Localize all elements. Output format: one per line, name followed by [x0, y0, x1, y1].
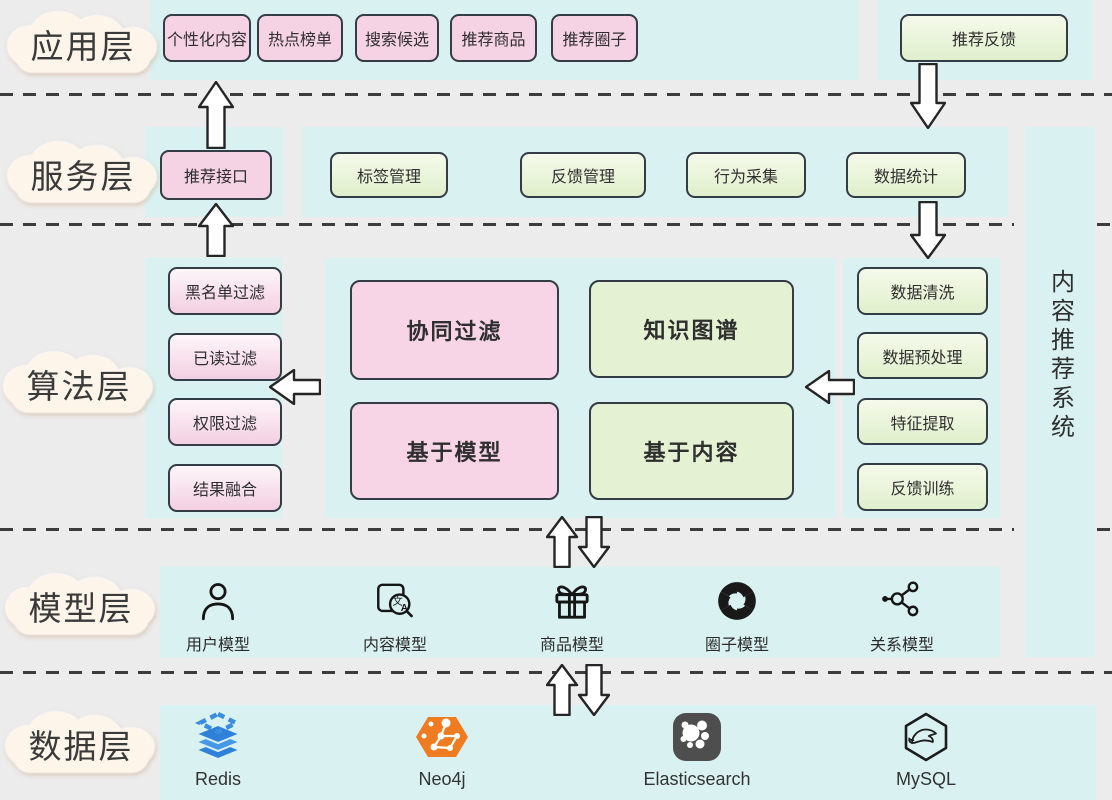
model-item-label: 商品模型 — [539, 637, 604, 654]
layer-divider-3-right — [1097, 528, 1112, 531]
data-item-redis: Redis — [143, 710, 293, 790]
cloud-model-layer: 模型层 — [6, 574, 156, 638]
arrow-up-service-to-application — [198, 81, 234, 149]
layer-divider-2-right — [1097, 223, 1112, 226]
cloud-data-layer: 数据层 — [6, 712, 156, 776]
data-layer-label: 数据层 — [28, 730, 134, 766]
cloud-algorithm-layer: 算法层 — [4, 352, 154, 416]
box-personalized-content: 个性化内容 — [163, 14, 251, 62]
arrow-bidirectional-algorithm-model — [546, 516, 610, 568]
model-item-relation: 关系模型 — [842, 578, 962, 655]
box-result-fusion: 结果融合 — [168, 464, 282, 512]
box-model-based: 基于模型 — [350, 402, 559, 500]
model-item-label: 内容模型 — [362, 637, 427, 654]
algorithm-layer-label: 算法层 — [26, 370, 132, 406]
box-recommend-feedback: 推荐反馈 — [900, 14, 1068, 62]
redis-stack-icon — [193, 711, 243, 761]
mysql-dolphin-icon — [904, 712, 948, 762]
box-behavior-collection: 行为采集 — [686, 152, 806, 198]
system-title-strip: 内容推荐系统 — [1025, 127, 1095, 657]
model-item-circle: 圈子模型 — [677, 578, 797, 655]
box-recommend-circles: 推荐圈子 — [551, 14, 638, 62]
svg-text:A: A — [401, 603, 408, 614]
box-hot-ranking: 热点榜单 — [257, 14, 343, 62]
model-panel — [160, 566, 1000, 658]
box-data-statistics: 数据统计 — [846, 152, 966, 198]
svg-text:文: 文 — [392, 595, 403, 608]
elasticsearch-icon — [673, 713, 721, 761]
model-item-label: 关系模型 — [869, 637, 934, 654]
box-feedback-management: 反馈管理 — [520, 152, 646, 198]
box-collaborative-filtering: 协同过滤 — [350, 280, 559, 380]
box-feedback-training: 反馈训练 — [857, 463, 988, 511]
model-item-goods: 商品模型 — [512, 578, 632, 655]
model-layer-label: 模型层 — [28, 592, 134, 628]
box-data-cleaning: 数据清洗 — [857, 267, 988, 315]
cloud-application-layer: 应用层 — [8, 12, 158, 76]
aperture-icon — [718, 582, 756, 620]
box-feature-extraction: 特征提取 — [857, 398, 988, 445]
box-knowledge-graph: 知识图谱 — [589, 280, 794, 378]
application-layer-label: 应用层 — [30, 30, 136, 66]
box-data-preprocessing: 数据预处理 — [857, 332, 988, 379]
share-nodes-icon — [882, 581, 919, 617]
arrow-down-statistics-to-cleaning — [910, 201, 946, 259]
service-layer-label: 服务层 — [30, 160, 136, 196]
layer-divider-3 — [0, 528, 1014, 531]
model-item-label: 圈子模型 — [704, 637, 769, 654]
arrow-up-algorithm-to-service — [198, 203, 234, 257]
data-item-elasticsearch: Elasticsearch — [622, 710, 772, 790]
box-tag-management: 标签管理 — [330, 152, 448, 198]
box-recommend-goods: 推荐商品 — [450, 14, 537, 62]
model-item-user: 用户模型 — [158, 578, 278, 655]
box-read-filter: 已读过滤 — [168, 333, 282, 381]
box-search-candidates: 搜索候选 — [355, 14, 439, 62]
box-blacklist-filter: 黑名单过滤 — [168, 267, 282, 315]
data-item-neo4j: Neo4j — [367, 710, 517, 790]
layer-divider-2 — [0, 223, 1014, 226]
arrow-left-processing-to-core — [805, 370, 855, 404]
cloud-service-layer: 服务层 — [8, 142, 158, 206]
model-item-content: 文 A 内容模型 — [335, 578, 455, 655]
data-item-label: Neo4j — [418, 769, 466, 789]
arrow-down-feedback-to-statistics — [910, 63, 946, 129]
content-translate-icon: 文 A — [377, 583, 413, 618]
gift-icon — [555, 585, 589, 619]
data-item-label: Elasticsearch — [643, 769, 751, 789]
box-content-based: 基于内容 — [589, 402, 794, 500]
data-item-label: MySQL — [895, 769, 956, 789]
box-permission-filter: 权限过滤 — [168, 398, 282, 446]
data-item-mysql: MySQL — [851, 710, 1001, 790]
layer-divider-1 — [0, 93, 1112, 96]
system-title-vertical: 内容推荐系统 — [1046, 269, 1073, 443]
user-icon — [201, 583, 235, 621]
box-recommend-api: 推荐接口 — [160, 150, 272, 200]
data-item-label: Redis — [194, 769, 242, 789]
neo4j-graph-icon — [416, 717, 468, 757]
model-item-label: 用户模型 — [185, 637, 250, 654]
arrow-left-core-to-filters — [269, 369, 321, 405]
arrow-bidirectional-model-data — [546, 664, 610, 716]
